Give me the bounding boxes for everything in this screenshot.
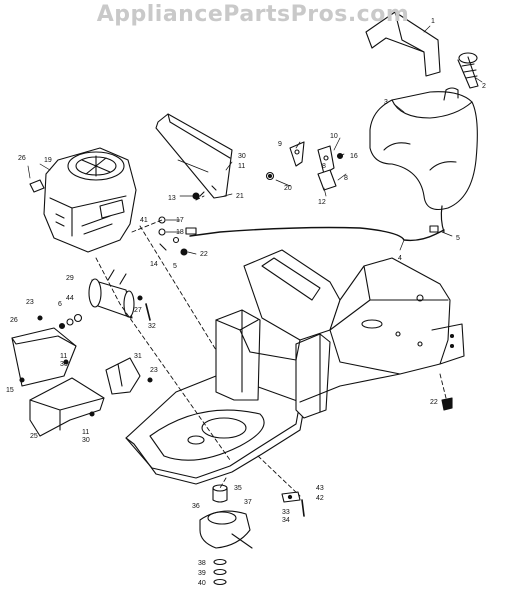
callout-22: 22: [430, 399, 438, 406]
callout-17: 17: [176, 217, 184, 224]
callout-44: 44: [66, 295, 74, 302]
watermark: AppliancePartsPros.com: [96, 2, 410, 27]
part-25-guard: [19, 377, 105, 437]
callout-40: 40: [198, 580, 206, 587]
part-30-side-panel: [155, 113, 233, 199]
part-2-fuel-cap: [457, 52, 479, 89]
callout-2: 2: [482, 83, 486, 90]
callout-31: 31: [134, 353, 142, 360]
callout-11: 11: [238, 163, 245, 170]
callout-19: 19: [44, 157, 52, 164]
callout-8: 8: [344, 175, 348, 182]
callout-36: 36: [192, 503, 200, 510]
callout-4: 4: [398, 255, 402, 262]
callout-35: 35: [234, 485, 242, 492]
callout-38: 38: [198, 560, 206, 567]
callout-21: 21: [236, 193, 244, 200]
callout-5: 5: [173, 263, 177, 270]
callout-10: 10: [330, 133, 338, 140]
part-19-engine: [29, 147, 137, 253]
callout-33: 33: [282, 509, 290, 516]
callout-41: 41: [140, 217, 148, 224]
callout-3: 3: [384, 99, 388, 106]
callout-13: 13: [168, 195, 176, 202]
callout-30: 30: [60, 361, 68, 368]
callout-18: 18: [176, 229, 184, 236]
callout-15: 15: [6, 387, 14, 394]
engine-hardware: [158, 192, 200, 256]
callout-labels: 1 2 3 4 5 5 6 8 8 9 10 11 11 11 12 13 14…: [6, 18, 486, 587]
callout-25: 25: [30, 433, 38, 440]
callout-30: 30: [238, 153, 246, 160]
callout-39: 39: [198, 570, 206, 577]
callout-29: 29: [66, 275, 74, 282]
part-26-heat-shield: [11, 315, 77, 387]
callout-37: 37: [244, 499, 252, 506]
chassis-frame: [125, 249, 465, 485]
callout-9: 9: [278, 141, 282, 148]
part-1-bumper: [365, 11, 441, 77]
callout-8: 8: [322, 163, 326, 170]
callout-26: 26: [10, 317, 18, 324]
part-3-fuel-tank: [369, 87, 478, 211]
callout-23: 23: [150, 367, 158, 374]
callout-22: 22: [200, 251, 208, 258]
callout-20: 20: [284, 185, 292, 192]
assembly-lines: [95, 195, 447, 497]
callout-32: 32: [148, 323, 156, 330]
throttle-bracket-parts: [265, 141, 344, 191]
part-31-bracket: [105, 357, 153, 395]
callout-1: 1: [431, 18, 435, 25]
callout-11: 11: [60, 353, 67, 360]
misc-hardware: [281, 397, 453, 517]
callout-27: 27: [134, 307, 142, 314]
callout-5: 5: [456, 235, 460, 242]
callout-6: 6: [58, 301, 62, 308]
callout-23: 23: [26, 299, 34, 306]
callout-30: 30: [82, 437, 90, 444]
part-4-fuel-line: [189, 205, 445, 242]
spindle-assembly: [199, 484, 253, 586]
callout-14: 14: [150, 261, 158, 268]
callout-43: 43: [316, 485, 324, 492]
part-29-muffler: [58, 269, 151, 330]
callout-16: 16: [350, 153, 358, 160]
callout-42: 42: [316, 495, 324, 502]
callout-12: 12: [318, 199, 326, 206]
callout-34: 34: [282, 517, 290, 524]
leader-lines: [27, 25, 483, 255]
callout-26: 26: [18, 155, 26, 162]
callout-11: 11: [82, 429, 89, 436]
